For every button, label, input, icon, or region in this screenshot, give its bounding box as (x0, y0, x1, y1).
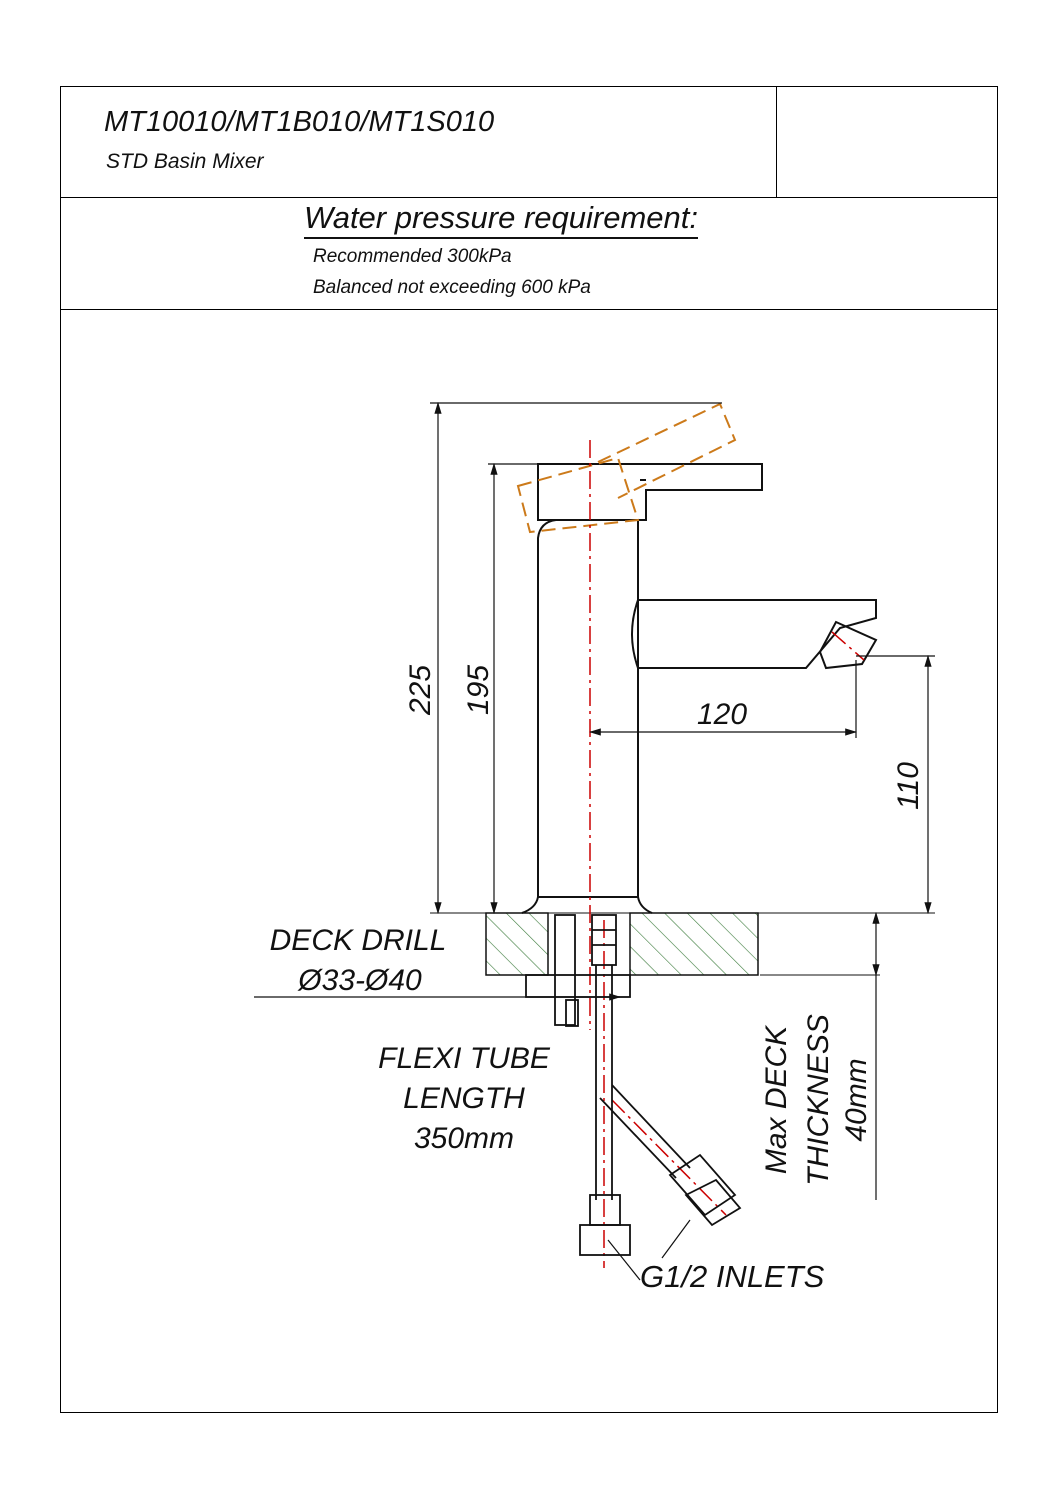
flexi-tube-label: FLEXI TUBE (378, 1042, 551, 1075)
deck-thickness-value: 40mm (840, 1058, 873, 1141)
handle-alt-position (516, 402, 737, 534)
pressure-heading: Water pressure requirement: (304, 200, 698, 239)
flexi-length-value: 350mm (414, 1122, 514, 1155)
product-name: STD Basin Mixer (106, 150, 264, 173)
deck-section (430, 912, 935, 976)
deck-thickness-line2: THICKNESS (802, 1014, 835, 1186)
deck-thickness-line1: Max DECK (760, 1024, 793, 1174)
deck-drill-size: Ø33-Ø40 (297, 964, 422, 997)
flexi-length-label: LENGTH (403, 1082, 525, 1115)
dimension-lines (254, 401, 935, 1281)
dim-195: 195 (462, 665, 495, 715)
inlets-label: G1/2 INLETS (640, 1259, 825, 1294)
title-block (60, 86, 998, 198)
dim-225: 225 (404, 665, 437, 716)
pressure-balanced: Balanced not exceeding 600 kPa (313, 277, 591, 298)
model-codes: MT10010/MT1B010/MT1S010 (104, 106, 495, 138)
deck-drill-label: DECK DRILL (270, 924, 447, 957)
pressure-block (60, 198, 998, 310)
pressure-recommended: Recommended 300kPa (313, 246, 512, 267)
flexi-tubes (525, 914, 742, 1256)
dim-110: 110 (892, 762, 925, 810)
title-block-empty-cell (776, 86, 998, 198)
mixer-body (521, 463, 878, 914)
drawing-border (60, 86, 998, 1413)
dim-120: 120 (697, 698, 747, 731)
